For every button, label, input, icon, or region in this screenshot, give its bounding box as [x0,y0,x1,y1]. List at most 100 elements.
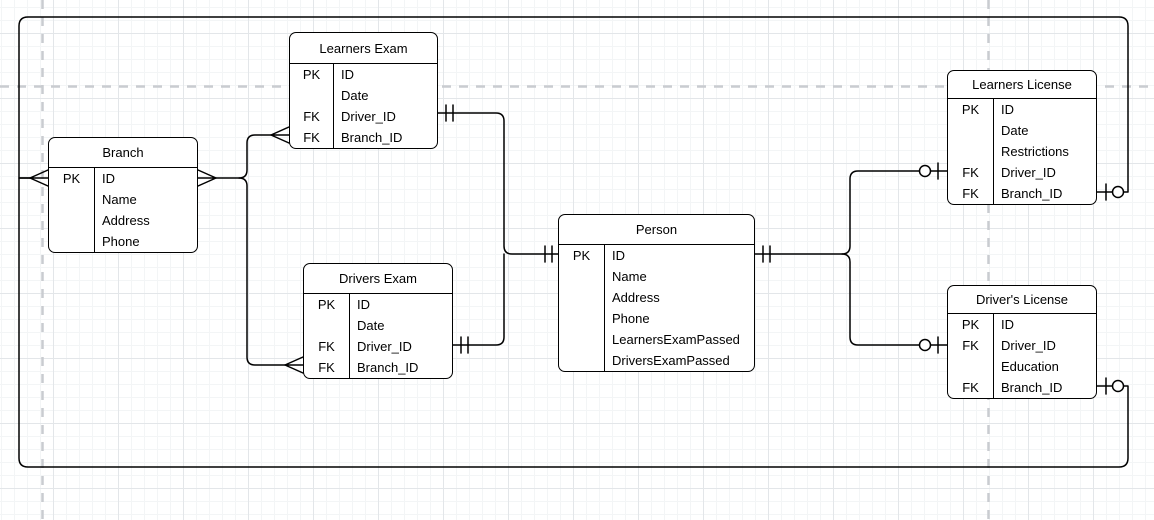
field-cell: ID [102,171,115,186]
key-cell: PK [961,102,980,117]
field-cell: LearnersExamPassed [612,332,740,347]
key-cell [559,308,604,329]
field-cell: ID [1001,317,1014,332]
cardinality-one-icon [544,245,553,263]
field-cell: Driver_ID [341,109,396,124]
cardinality-zero-or-one-icon [1105,183,1125,201]
field-cell: Name [612,269,647,284]
connector-branch-drivers-exam[interactable] [238,177,286,366]
field-cell: Phone [102,234,140,249]
cardinality-one-icon [460,336,469,354]
key-cell: PK [302,67,321,82]
cardinality-one-icon [445,104,454,122]
key-cell [559,287,604,308]
entity-title: Learners License [948,71,1096,99]
key-cell: FK [962,186,979,201]
key-cell [559,266,604,287]
key-cell: PK [62,171,81,186]
key-cell: PK [961,317,980,332]
key-column: PK FK FK [290,64,334,148]
field-cell: Date [357,318,385,333]
entity-title: Branch [49,138,197,168]
entity-title: Driver's License [948,286,1096,314]
key-cell: FK [303,109,320,124]
key-column: PK FK FK [304,294,350,378]
connector-person-drivers-license[interactable] [841,253,948,346]
field-cell: Restrictions [1001,144,1069,159]
field-cell: Date [341,88,369,103]
connector-learners-license-branch[interactable] [18,16,1129,193]
field-cell: Driver_ID [1001,165,1056,180]
cardinality-one-icon [762,245,771,263]
field-cell: Address [102,213,150,228]
key-column: PK [49,168,95,252]
connector-drivers-license-branch[interactable] [18,177,1129,468]
cardinality-zero-or-one-icon [918,336,939,354]
field-cell: Branch_ID [341,130,403,145]
key-cell [304,315,349,336]
field-cell: Name [102,192,137,207]
field-cell: Phone [612,311,650,326]
key-cell [49,210,94,231]
field-cell: ID [341,67,354,82]
entity-title: Person [559,215,754,245]
field-cell: Branch_ID [1001,186,1063,201]
key-cell [948,356,993,377]
field-cell: Driver_ID [357,339,412,354]
field-cell: Branch_ID [357,360,419,375]
key-cell: PK [572,248,591,263]
key-cell: FK [962,338,979,353]
connector-person-learners-license[interactable] [754,170,948,255]
cardinality-zero-or-one-icon [1105,377,1125,395]
field-cell: ID [1001,102,1014,117]
key-cell [948,120,993,141]
field-cell: Address [612,290,660,305]
field-cell: ID [612,248,625,263]
key-cell: FK [303,130,320,145]
crows-foot-many-icon [270,126,290,144]
crows-foot-many-icon [284,356,304,374]
key-cell [49,231,94,252]
crows-foot-many-icon [29,169,49,187]
key-cell: FK [318,339,335,354]
field-cell: Date [1001,123,1029,138]
key-cell [49,189,94,210]
field-cell: DriversExamPassed [612,353,730,368]
field-cell: ID [357,297,370,312]
entity-title: Learners Exam [290,33,437,64]
key-cell: FK [318,360,335,375]
cardinality-zero-or-one-icon [918,162,939,180]
key-cell [559,329,604,350]
key-cell [559,350,604,371]
connector-drivers-exam-person[interactable] [452,253,505,346]
key-column: PK [559,245,605,371]
field-cell: Education [1001,359,1059,374]
connector-branch-learners-exam[interactable] [215,134,272,179]
field-cell: Driver_ID [1001,338,1056,353]
key-cell: PK [317,297,336,312]
key-cell [290,85,333,106]
crows-foot-many-icon [197,169,217,187]
entity-title: Drivers Exam [304,264,452,294]
connector-learners-exam-person[interactable] [437,112,559,255]
